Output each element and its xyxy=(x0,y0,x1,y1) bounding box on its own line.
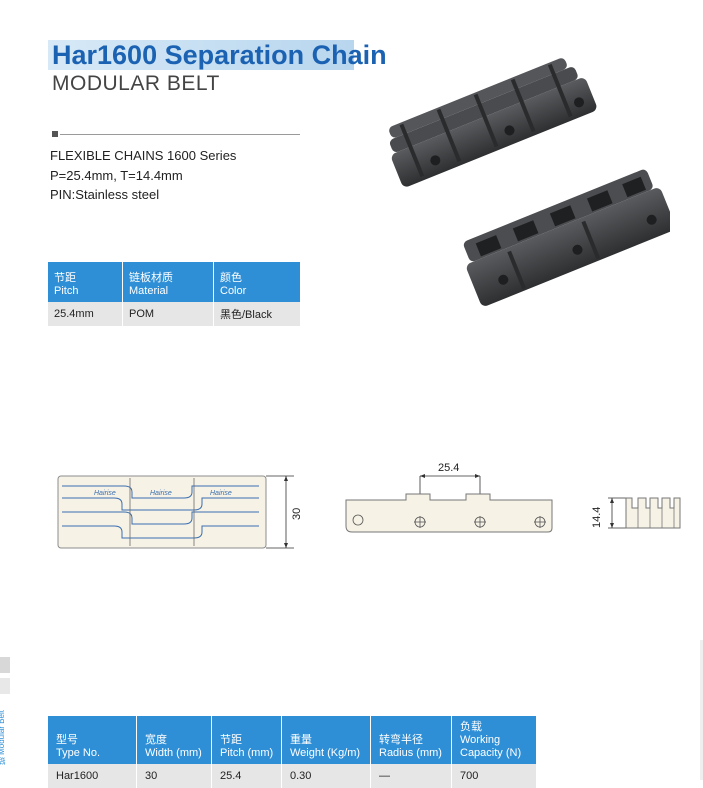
cell-type: Har1600 xyxy=(48,764,137,788)
chain-product-image xyxy=(389,58,670,306)
table-row: 25.4mm POM 黑色/Black xyxy=(48,302,300,326)
pitch-dimension: 25.4 xyxy=(438,462,459,474)
cell-weight: 0.30 xyxy=(281,764,371,788)
cell-radius: — xyxy=(370,764,452,788)
title-block: Har1600 Separation Chain xyxy=(48,38,387,72)
cell-material: POM xyxy=(122,302,214,326)
spec-pitch: P=25.4mm, T=14.4mm xyxy=(50,168,183,183)
cell-width: 30 xyxy=(136,764,212,788)
divider xyxy=(60,134,300,135)
page-subtitle: MODULAR BELT xyxy=(52,72,220,95)
logo-3: Hairise xyxy=(210,490,232,497)
spec-pin: PIN:Stainless steel xyxy=(50,187,160,202)
width-dimension: 30 xyxy=(291,508,303,520)
cell-capacity: 700 xyxy=(451,764,536,788)
end-view-drawing: 14.4 xyxy=(591,497,681,529)
top-view-drawing: Hairise Hairise Hairise 30 xyxy=(57,475,303,549)
page-title: Har1600 Separation Chain xyxy=(52,40,387,70)
rule-marker xyxy=(52,131,58,137)
cell-pitch: 25.4 xyxy=(211,764,282,788)
side-tab-marker-2 xyxy=(0,678,10,694)
spec-series: FLEXIBLE CHAINS 1600 Series xyxy=(50,148,237,163)
logo-2: Hairise xyxy=(150,490,172,497)
title-highlight xyxy=(48,40,354,70)
cell-pitch: 25.4mm xyxy=(48,302,123,326)
side-view-drawing: 25.4 xyxy=(345,462,553,533)
logo-1: Hairise xyxy=(94,490,116,497)
page-edge xyxy=(700,640,703,780)
cell-color: 黑色/Black xyxy=(213,302,300,326)
height-dimension: 14.4 xyxy=(591,507,603,528)
table-row: Har1600 30 25.4 0.30 — 700 xyxy=(48,764,536,788)
side-tab-marker xyxy=(0,657,10,673)
side-tab-label: 链 Modular Belt xyxy=(0,710,6,766)
